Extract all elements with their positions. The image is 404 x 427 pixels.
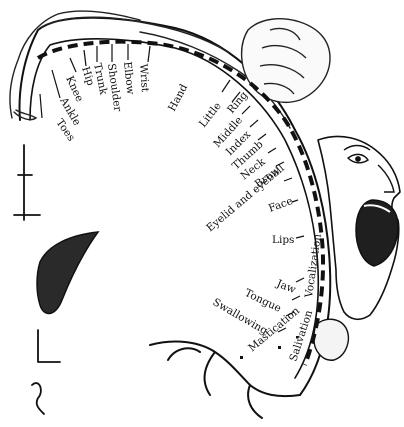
label-tongue: Tongue: [243, 287, 283, 315]
lateral-ventricle: [36, 231, 100, 315]
label-hip: Hip: [79, 65, 96, 87]
brow: [343, 144, 371, 151]
label-hand: Hand: [166, 82, 190, 113]
homunculus-foot: [13, 109, 38, 121]
mouth: [355, 199, 399, 267]
lateral-fissure: [149, 340, 301, 419]
eye: [346, 153, 369, 164]
motor-strip-dashed: [36, 39, 326, 366]
tongue-shape: [313, 318, 350, 361]
label-ring: Ring: [225, 89, 250, 116]
midline-mark-upper: [13, 144, 41, 221]
cortex-inner-outline: [29, 38, 320, 379]
teeth: [363, 204, 391, 213]
label-wrist: Wrist: [137, 63, 151, 93]
face-details: [343, 144, 395, 193]
label-jaw: Jaw: [274, 277, 297, 296]
label-lips: Lips: [272, 234, 294, 246]
homunculus-hand: [241, 18, 331, 104]
homunculus-leg: [9, 10, 141, 119]
pupil: [355, 156, 361, 162]
small-markers: [240, 336, 299, 359]
nose: [377, 164, 395, 193]
label-elbow: Elbow: [121, 61, 136, 95]
label-little: Little: [197, 100, 224, 130]
homunculus-torso: [39, 16, 229, 53]
label-face: Face: [267, 195, 295, 215]
label-ticks: [39, 44, 305, 333]
midline-mark-lower: [31, 329, 61, 415]
